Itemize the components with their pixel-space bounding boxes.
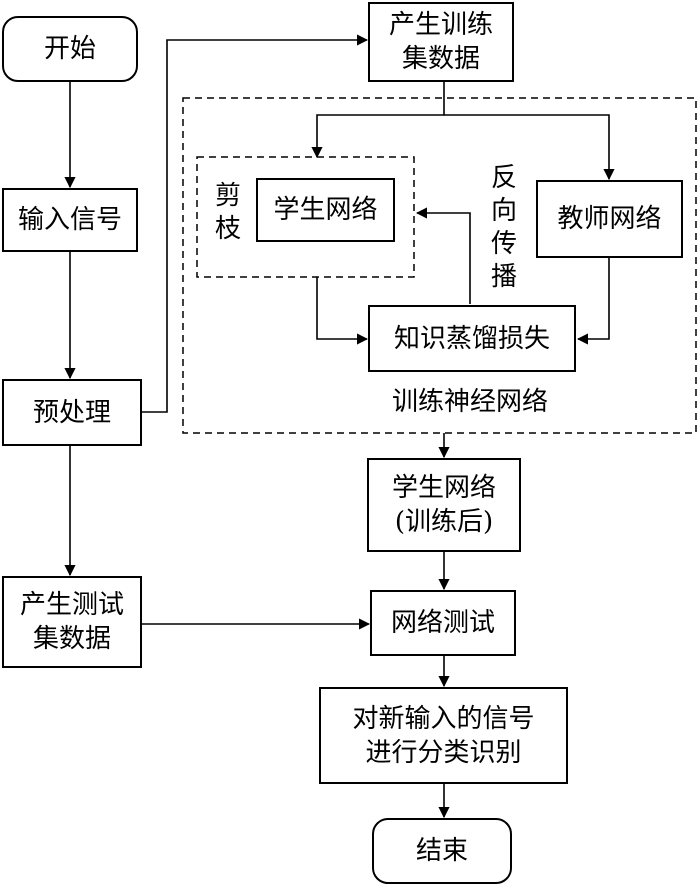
backpropagation-label: 反 向 传 播 xyxy=(490,163,517,292)
arrow-train-to-teacher xyxy=(444,114,615,181)
arrow-student-to-loss xyxy=(316,277,369,345)
classify-new-signal-node: 对新输入的信号 进行分类识别 xyxy=(319,687,568,784)
arrow-teacher-to-loss xyxy=(576,258,610,345)
teacher-network-node: 教师网络 xyxy=(536,180,683,258)
end-node: 结束 xyxy=(372,818,512,884)
network-test-node: 网络测试 xyxy=(370,590,516,656)
arrow-backprop xyxy=(415,207,471,304)
arrow-preprocess-to-train xyxy=(142,34,369,413)
trained-student-network-node: 学生网络 (训练后) xyxy=(367,458,521,552)
input-signal-node: 输入信号 xyxy=(2,188,138,252)
training-group-frame xyxy=(182,97,697,434)
pruning-group-frame xyxy=(196,156,415,278)
student-network-node: 学生网络 xyxy=(256,178,395,242)
generate-test-data-node: 产生测试 集数据 xyxy=(2,576,142,668)
arrow-train-to-student xyxy=(311,82,445,159)
knowledge-distillation-loss-node: 知识蒸馏损失 xyxy=(368,305,576,372)
pruning-label: 剪 枝 xyxy=(214,181,241,244)
generate-training-data-node: 产生训练 集数据 xyxy=(368,2,514,82)
start-node: 开始 xyxy=(2,16,138,82)
preprocess-node: 预处理 xyxy=(2,379,142,446)
training-neural-network-label: 训练神经网络 xyxy=(391,387,548,417)
